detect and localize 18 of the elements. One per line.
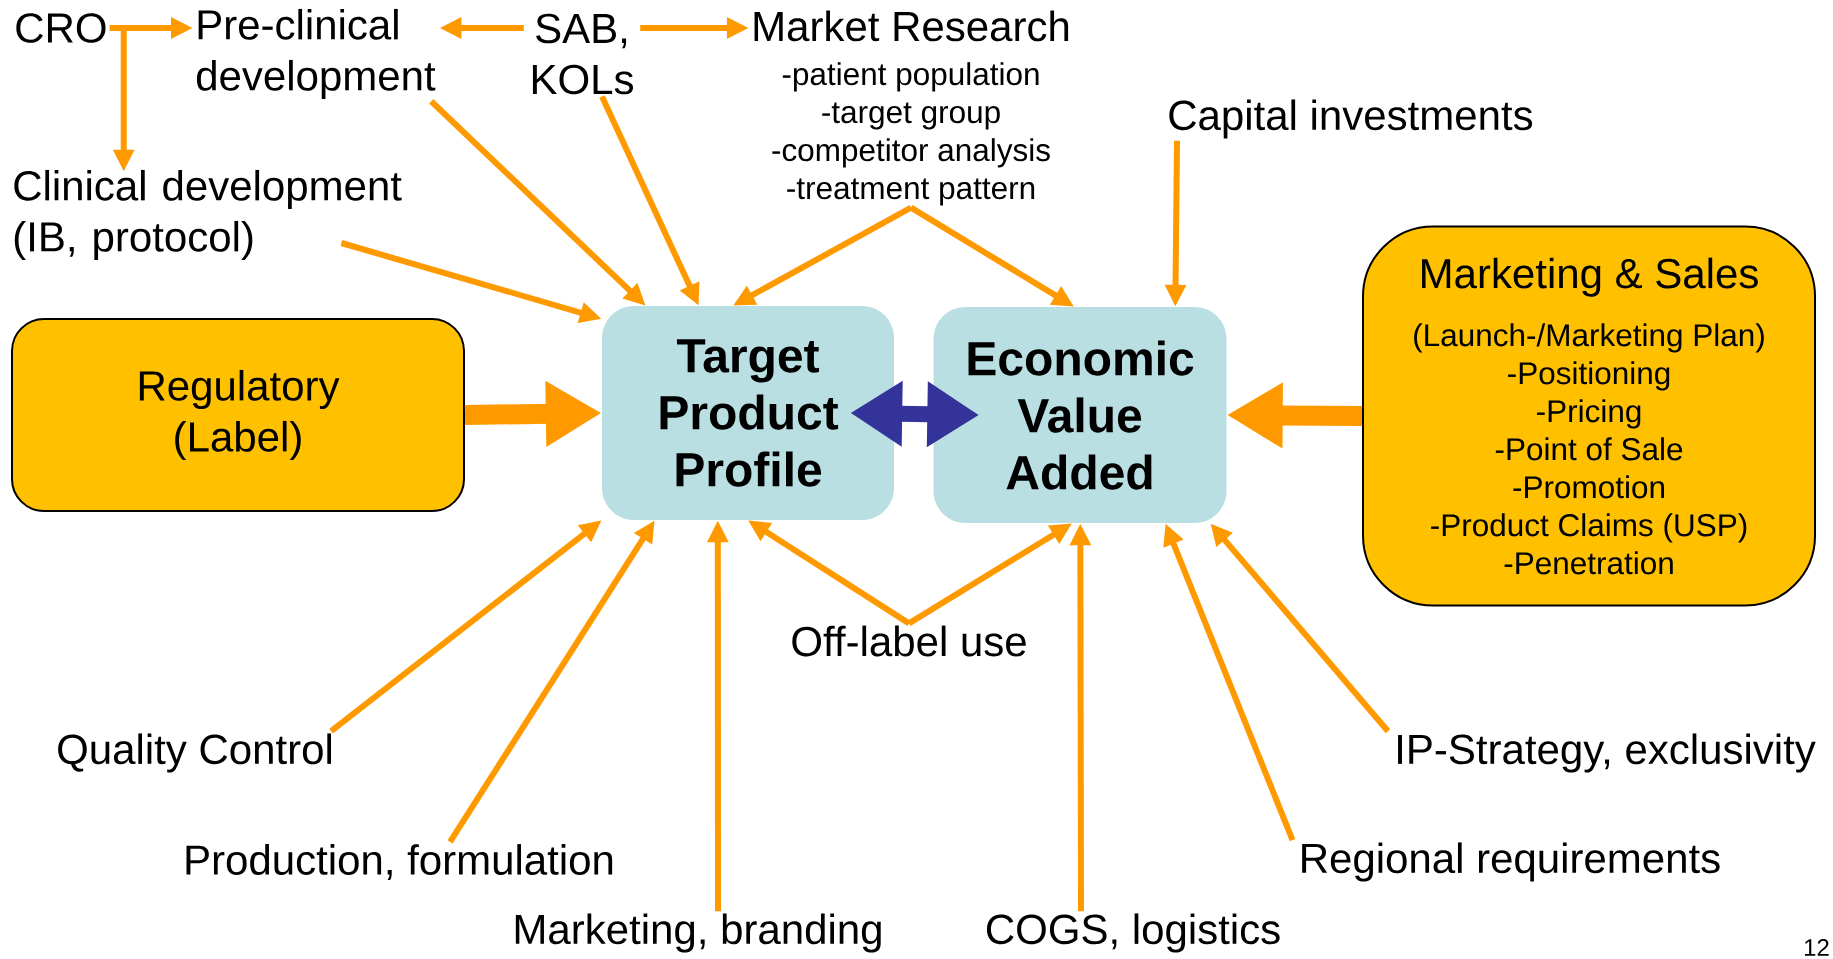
factor-text: CRO [16, 13, 106, 43]
rounded-box: Economic Value Added [933, 307, 1227, 523]
page-number: 12 [1804, 939, 1829, 956]
factor-text: Quality Control [58, 733, 331, 773]
factor-text: Clinical development (IB, protocol) [14, 169, 402, 261]
factor-text: Marketing, branding [515, 913, 881, 953]
factor-text: Pre-clinical development [196, 8, 436, 100]
factor-text: Off-label use [792, 625, 1026, 657]
rounded-box: Marketing & Sales (Launch-/Marketing Plan) -Positioning -Pricing -Point of Sale -Promotion -Product Claims (USP) -Penetration [1362, 225, 1816, 607]
factor-text: Regional requirements [1302, 842, 1720, 882]
factor-text: COGS, logistics [986, 913, 1280, 953]
factor-text: Production, formulation [186, 844, 613, 880]
factor-text: SAB, KOLs [532, 13, 633, 95]
rounded-box: Regulatory (Label) [11, 318, 465, 512]
rounded-box: Target Product Profile [602, 306, 894, 520]
factor-text: IP-Strategy, exclusivity [1398, 733, 1816, 773]
text-list: Market Research -patient population -target group -competitor analysis -treatment pattern [754, 10, 1069, 206]
factor-text: Capital investments [1169, 99, 1533, 139]
